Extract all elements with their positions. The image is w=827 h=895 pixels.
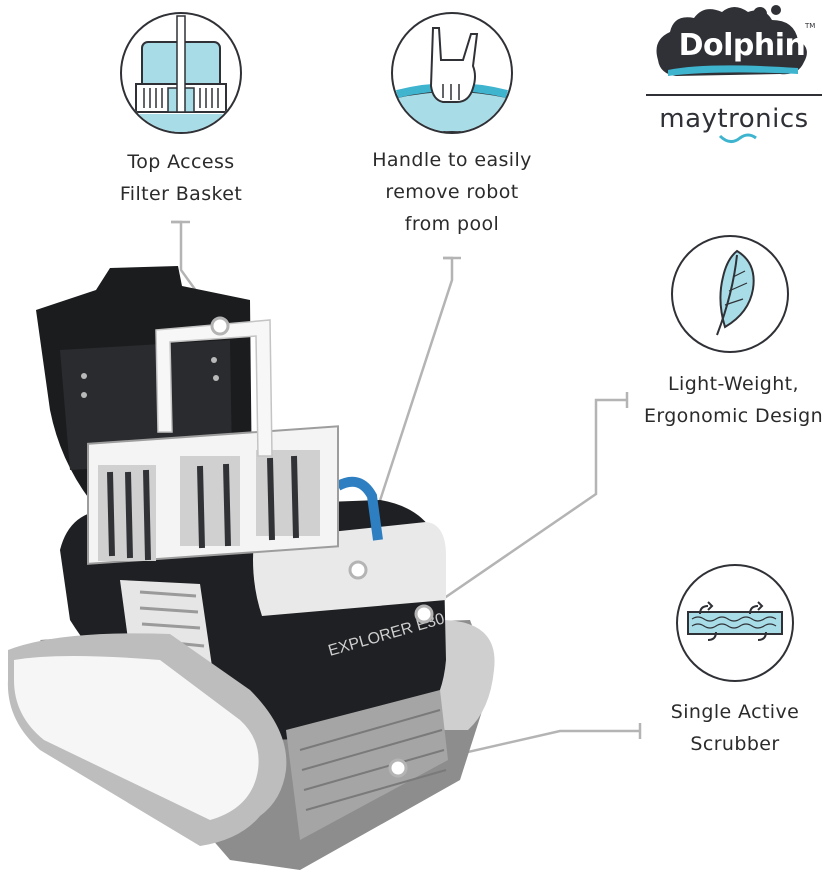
trademark-symbol: TM xyxy=(805,22,816,30)
feature-caption-handle: Handle to easily remove robot from pool xyxy=(372,149,532,235)
logo-wordmark: Dolphin xyxy=(678,28,806,63)
scrubber-icon xyxy=(687,601,783,641)
feature-caption-filter-basket: Top Access Filter Basket xyxy=(119,151,243,205)
pool-robot-illustration: EXPLORER E30 xyxy=(7,266,495,870)
feature-caption-lightweight: Light-Weight, Ergonomic Design xyxy=(643,373,824,427)
handle-icon xyxy=(393,27,511,132)
feather-circle xyxy=(671,235,789,353)
logo-divider xyxy=(646,94,822,96)
dolphin-logo xyxy=(648,0,820,90)
scrubber-circle xyxy=(676,564,794,682)
handle-circle xyxy=(391,12,513,134)
feature-caption-scrubber: Single Active Scrubber xyxy=(670,701,800,755)
company-name: maytronics xyxy=(659,104,809,134)
feather-icon xyxy=(716,249,755,336)
company-wave-icon xyxy=(718,132,758,144)
